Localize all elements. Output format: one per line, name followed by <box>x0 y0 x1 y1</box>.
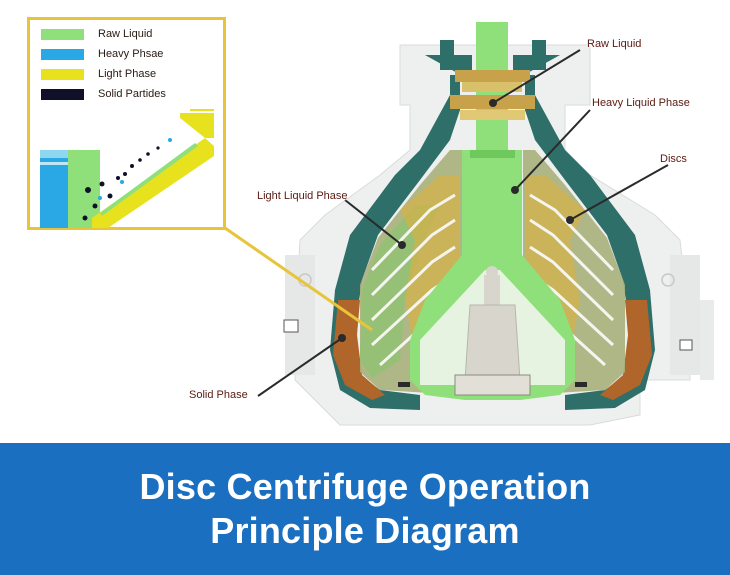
callout-solid-phase: Solid Phase <box>189 389 248 401</box>
legend-label: Light Phase <box>98 68 157 80</box>
callout-light-liquid-phase: Light Liquid Phase <box>257 190 348 202</box>
legend-label: Raw Liquid <box>98 28 153 40</box>
legend-item-solid-particles: Solid Partides <box>41 88 166 100</box>
legend-swatch <box>41 88 84 100</box>
spindle <box>454 266 531 396</box>
legend-swatch <box>41 48 84 60</box>
feed-fittings <box>440 40 546 120</box>
legend: Raw Liquid Heavy Phsae Light Phase Solid… <box>27 17 226 230</box>
seals <box>398 382 587 387</box>
legend-swatch <box>41 28 84 40</box>
legend-item-light-phase: Light Phase <box>41 68 156 80</box>
legend-item-heavy-phase: Heavy Phsae <box>41 48 163 60</box>
legend-item-raw-liquid: Raw Liquid <box>41 28 152 40</box>
solid-phase-zone <box>333 300 652 400</box>
legend-swatch <box>41 68 84 80</box>
banner-title-line-1: Disc Centrifuge Operation <box>139 466 591 507</box>
title-banner: Disc Centrifuge Operation Principle Diag… <box>0 443 730 575</box>
callout-heavy-liquid-phase: Heavy Liquid Phase <box>592 97 690 109</box>
callout-dots <box>338 99 574 342</box>
bowl-shell <box>330 55 655 410</box>
callout-lines <box>257 49 669 397</box>
banner-title-line-2: Principle Diagram <box>210 510 520 551</box>
zoomed-inset <box>40 109 214 228</box>
solid-particles <box>82 146 160 221</box>
callout-discs: Discs <box>660 153 687 165</box>
legend-label: Solid Partides <box>98 88 166 100</box>
callout-raw-liquid: Raw Liquid <box>587 38 642 50</box>
zoom-leader-line <box>224 226 373 332</box>
legend-label: Heavy Phsae <box>98 48 164 60</box>
